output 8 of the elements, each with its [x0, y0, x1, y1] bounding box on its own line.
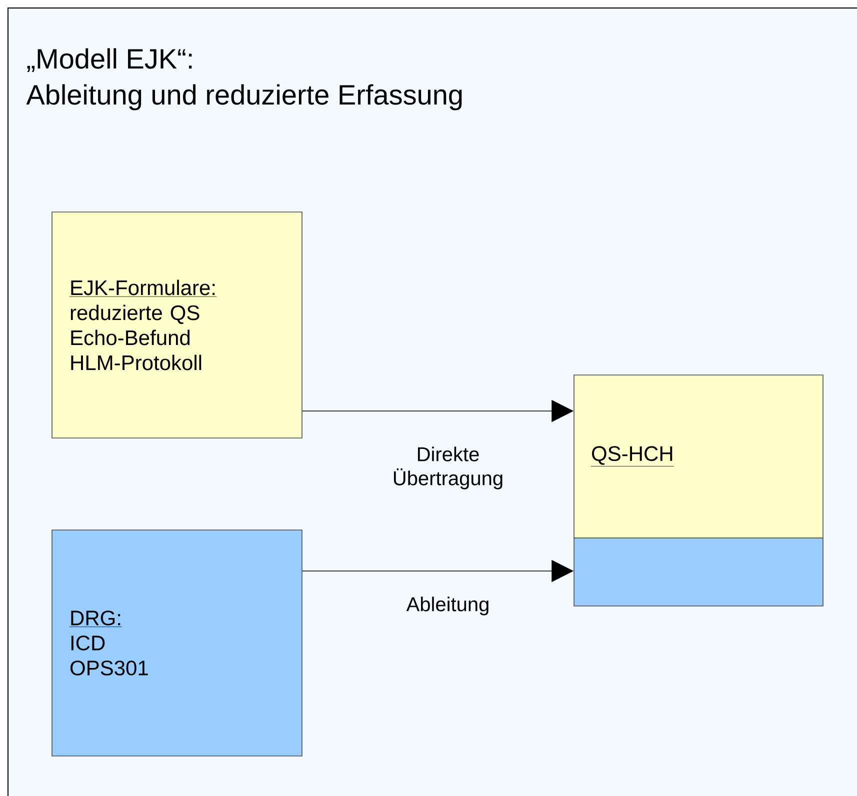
subtitle: Ableitung und reduzierte Erfassung	[26, 84, 462, 110]
process-box	[574, 538, 824, 606]
process-box: EJK-Formulare: reduzierte QS Echo-Befund HLM-Protokoll	[52, 212, 302, 438]
process-box: QS-HCH	[574, 374, 824, 538]
title: „Modell EJK“:	[27, 48, 192, 72]
edge-label: Ableitung	[406, 596, 488, 616]
edge-label: Direkte Übertragung	[394, 446, 502, 490]
process-box: DRG: ICD OPS301	[52, 530, 302, 756]
